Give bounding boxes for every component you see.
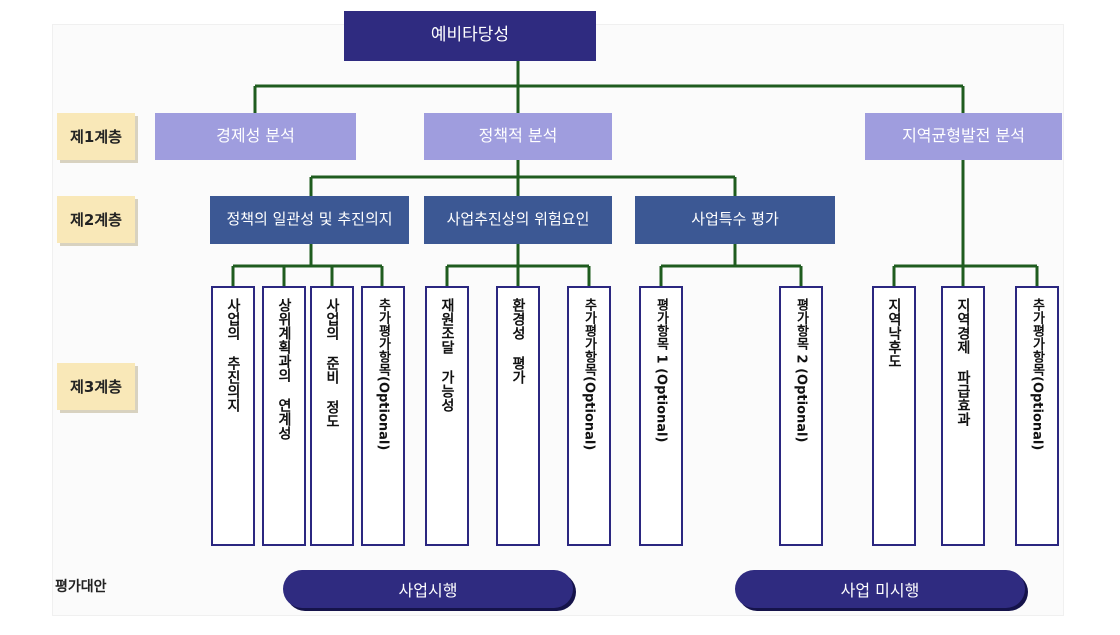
leaf-label: 추가평가항목(Optional) bbox=[1029, 298, 1045, 451]
tier1-regional-analysis: 지역균형발전 분석 bbox=[865, 113, 1062, 160]
level-label-2: 제2계층 bbox=[57, 196, 135, 243]
leaf-label: 사업의 추진의지 bbox=[225, 298, 241, 412]
leaf-environmental-assessment: 환경성 평가 bbox=[496, 286, 540, 546]
leaf-label: 지역낙후도 bbox=[886, 298, 902, 368]
tier2-policy-consistency: 정책의 일관성 및 추진의지 bbox=[210, 196, 409, 244]
leaf-label: 재원조달 가능성 bbox=[439, 298, 455, 412]
tier1-economic-analysis: 경제성 분석 bbox=[155, 113, 356, 160]
root-node-feasibility: 예비타당성 bbox=[344, 11, 596, 61]
leaf-extra-item-3: 추가평가항목(Optional) bbox=[1015, 286, 1059, 546]
leaf-label: 추가평가항목(Optional) bbox=[581, 298, 597, 451]
leaf-label: 환경성 평가 bbox=[510, 298, 526, 384]
alternatives-label: 평가대안 bbox=[55, 579, 107, 595]
leaf-funding-feasibility: 재원조달 가능성 bbox=[425, 286, 469, 546]
alternative-no-project: 사업 미시행 bbox=[735, 570, 1025, 608]
tier2-project-risk: 사업추진상의 위험요인 bbox=[424, 196, 612, 244]
leaf-label: 평가항목 2 (Optional) bbox=[793, 298, 809, 443]
level-label-3: 제3계층 bbox=[57, 363, 135, 410]
tier1-policy-analysis: 정책적 분석 bbox=[424, 113, 612, 160]
leaf-project-willingness: 사업의 추진의지 bbox=[211, 286, 255, 546]
leaf-regional-backwardness: 지역낙후도 bbox=[872, 286, 916, 546]
leaf-label: 상위계획과의 연계성 bbox=[276, 298, 292, 440]
tier2-special-evaluation: 사업특수 평가 bbox=[635, 196, 835, 244]
leaf-regional-economic-ripple: 지역경제 파급효과 bbox=[941, 286, 985, 546]
alternative-do-project: 사업시행 bbox=[283, 570, 573, 608]
leaf-extra-item-2: 추가평가항목(Optional) bbox=[567, 286, 611, 546]
leaf-evaluation-item-2: 평가항목 2 (Optional) bbox=[779, 286, 823, 546]
leaf-extra-item-1: 추가평가항목(Optional) bbox=[361, 286, 405, 546]
leaf-label: 지역경제 파급효과 bbox=[955, 298, 971, 426]
leaf-label: 평가항목 1 (Optional) bbox=[653, 298, 669, 443]
leaf-label: 사업의 준비 정도 bbox=[324, 298, 340, 428]
leaf-project-readiness: 사업의 준비 정도 bbox=[310, 286, 354, 546]
leaf-label: 추가평가항목(Optional) bbox=[375, 298, 391, 451]
leaf-evaluation-item-1: 평가항목 1 (Optional) bbox=[639, 286, 683, 546]
leaf-upper-plan-link: 상위계획과의 연계성 bbox=[262, 286, 306, 546]
level-label-1: 제1계층 bbox=[57, 113, 135, 160]
